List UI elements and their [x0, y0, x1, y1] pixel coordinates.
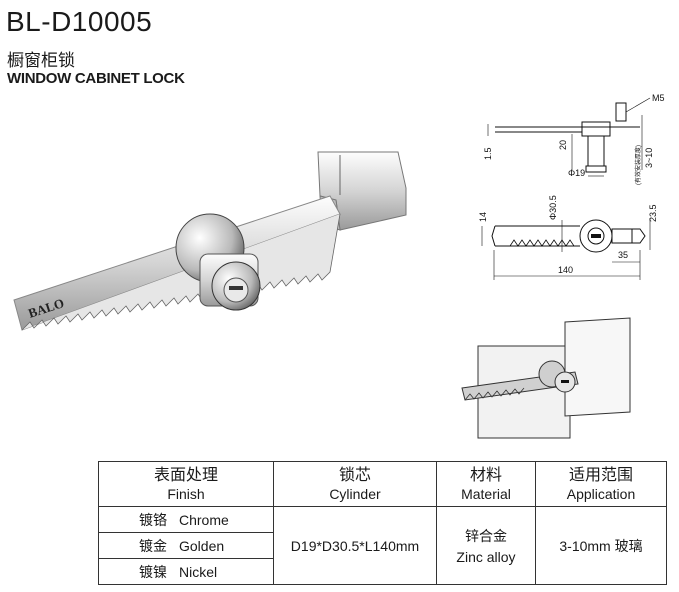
- installation-illustration: [461, 317, 631, 439]
- dim-20: 20: [558, 140, 568, 150]
- dim-35: 35: [618, 250, 628, 260]
- dim-23-5: 23.5: [648, 204, 658, 222]
- toothed-bar: BALO: [13, 195, 341, 331]
- product-title-cn: 橱窗柜锁: [7, 51, 75, 71]
- install-thickness-note: (有效安装厚度): [634, 145, 642, 185]
- dim-phi30-5: Φ30.5: [548, 195, 558, 220]
- model-number: BL-D10005: [6, 6, 153, 37]
- dim-1-5: 1.5: [483, 147, 493, 160]
- product-title-en: WINDOW CABINET LOCK: [7, 70, 185, 87]
- label-m5: M5: [652, 93, 665, 103]
- lock-cylinder: [175, 213, 261, 311]
- technical-drawing: M5 1.5 20 3~10 (有效安装厚度) Φ19 Φ30.5 14 23.…: [478, 93, 665, 280]
- keyhole-icon: [229, 286, 243, 290]
- dim-3-10: 3~10: [644, 148, 654, 168]
- product-photo: BALO: [13, 151, 407, 331]
- application-value: 3-10mm 玻璃: [535, 506, 667, 585]
- cylinder-value: D19*D30.5*L140mm: [273, 506, 437, 585]
- dim-14: 14: [478, 212, 488, 222]
- dim-140: 140: [558, 265, 573, 275]
- dim-phi19: Φ19: [568, 168, 585, 178]
